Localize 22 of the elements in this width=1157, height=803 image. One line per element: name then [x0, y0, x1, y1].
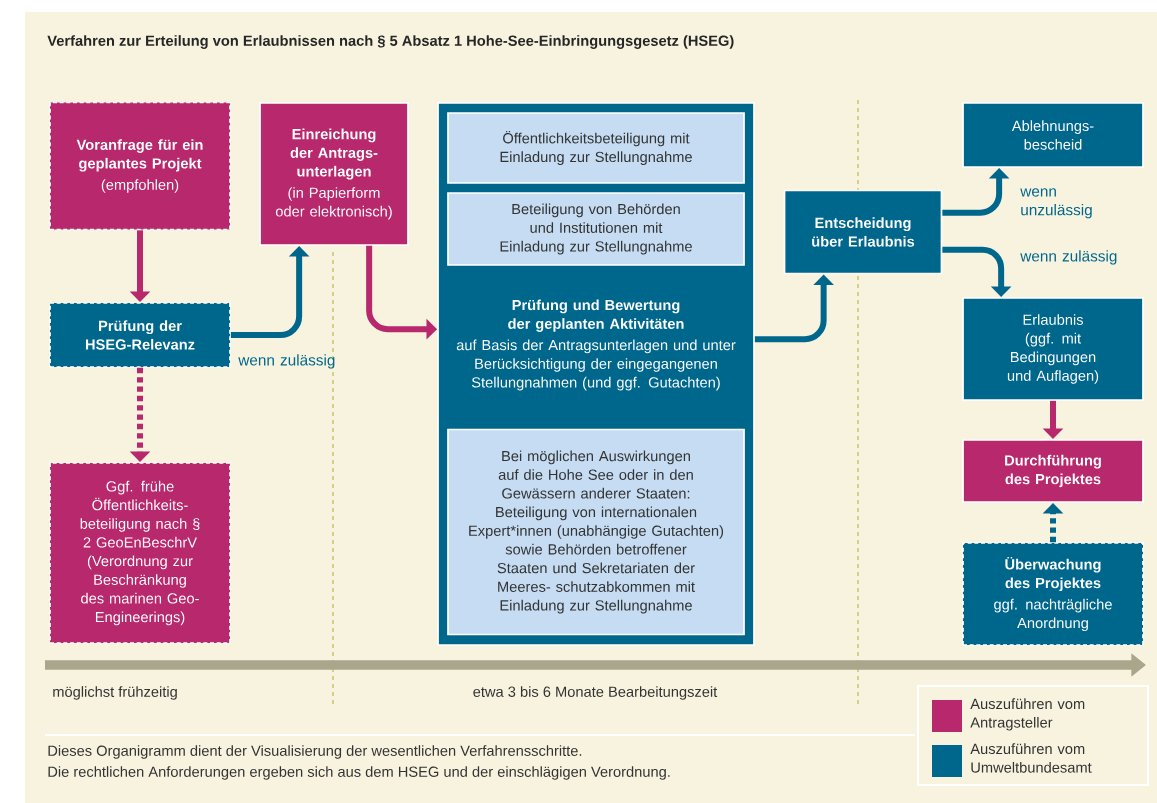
process-box: Einreichung der Antrags- unterlagen (in Papierform oder elektronisch) — [259, 102, 409, 246]
process-box: Prüfung der HSEG-Relevanz — [49, 302, 231, 368]
legend-label: Auszuführen vom Antragsteller — [970, 698, 1085, 731]
edge-label: wenn zulässig — [1020, 250, 1117, 265]
process-box: Bei möglichen Auswirkungen auf die Hohe See oder in den Gewässern anderer Staaten: Beteiligung von internationalen Expert*innen (unabhängige Gutachten) sowie Behörden betroffener Staaten und Sekretariaten der Meeres- schutzabkommen mit Einladung zur Stellungnahme — [447, 428, 745, 636]
result-box: Erlaubnis (ggf. mit Bedingungen und Auflagen) — [962, 297, 1144, 401]
process-box: Voranfrage für ein geplantes Projekt (empfohlen) — [49, 101, 231, 231]
process-box: Öffentlichkeitsbeteiligung mit Einladung zur Stellungnahme — [447, 112, 745, 184]
title: Verfahren zur Erteilung von Erlaubnissen nach § 5 Absatz 1 Hohe-See-Einbringungsgesetz (HSEG) — [47, 35, 734, 49]
decision-box: Entscheidung über Erlaubnis — [783, 189, 943, 275]
footnote: Dieses Organigramm dient der Visualisierung der wesentlichen Verfahrensschritte. — [48, 745, 582, 759]
edge-label: wenn zulässig — [238, 354, 335, 369]
edge-label: wenn unzulässig — [1020, 188, 1092, 219]
phase-label: etwa 3 bis 6 Monate Bearbeitungszeit — [473, 686, 718, 700]
legend-label: Auszuführen vom Umweltbundesamt — [970, 743, 1092, 773]
process-box: Durchführung des Projektes — [962, 439, 1144, 503]
process-box: Überwachung des Projektes ggf. nachträgliche Anordnung — [962, 542, 1144, 646]
result-box: Ablehnungs- bescheid — [962, 102, 1144, 168]
footnote: Die rechtlichen Anforderungen ergeben sich aus dem HSEG und der einschlägigen Verordnung. — [48, 766, 670, 780]
phase-label: möglichst frühzeitig — [53, 686, 177, 700]
process-box: Ggf. frühe Öffentlichkeits- beteiligung nach § 2 GeoEnBeschrV (Verordnung zur Beschränkung des marinen Geo-Engineerings) — [49, 462, 231, 644]
process-box: Beteiligung von Behörden und Institutionen mit Einladung zur Stellungnahme — [447, 192, 745, 266]
